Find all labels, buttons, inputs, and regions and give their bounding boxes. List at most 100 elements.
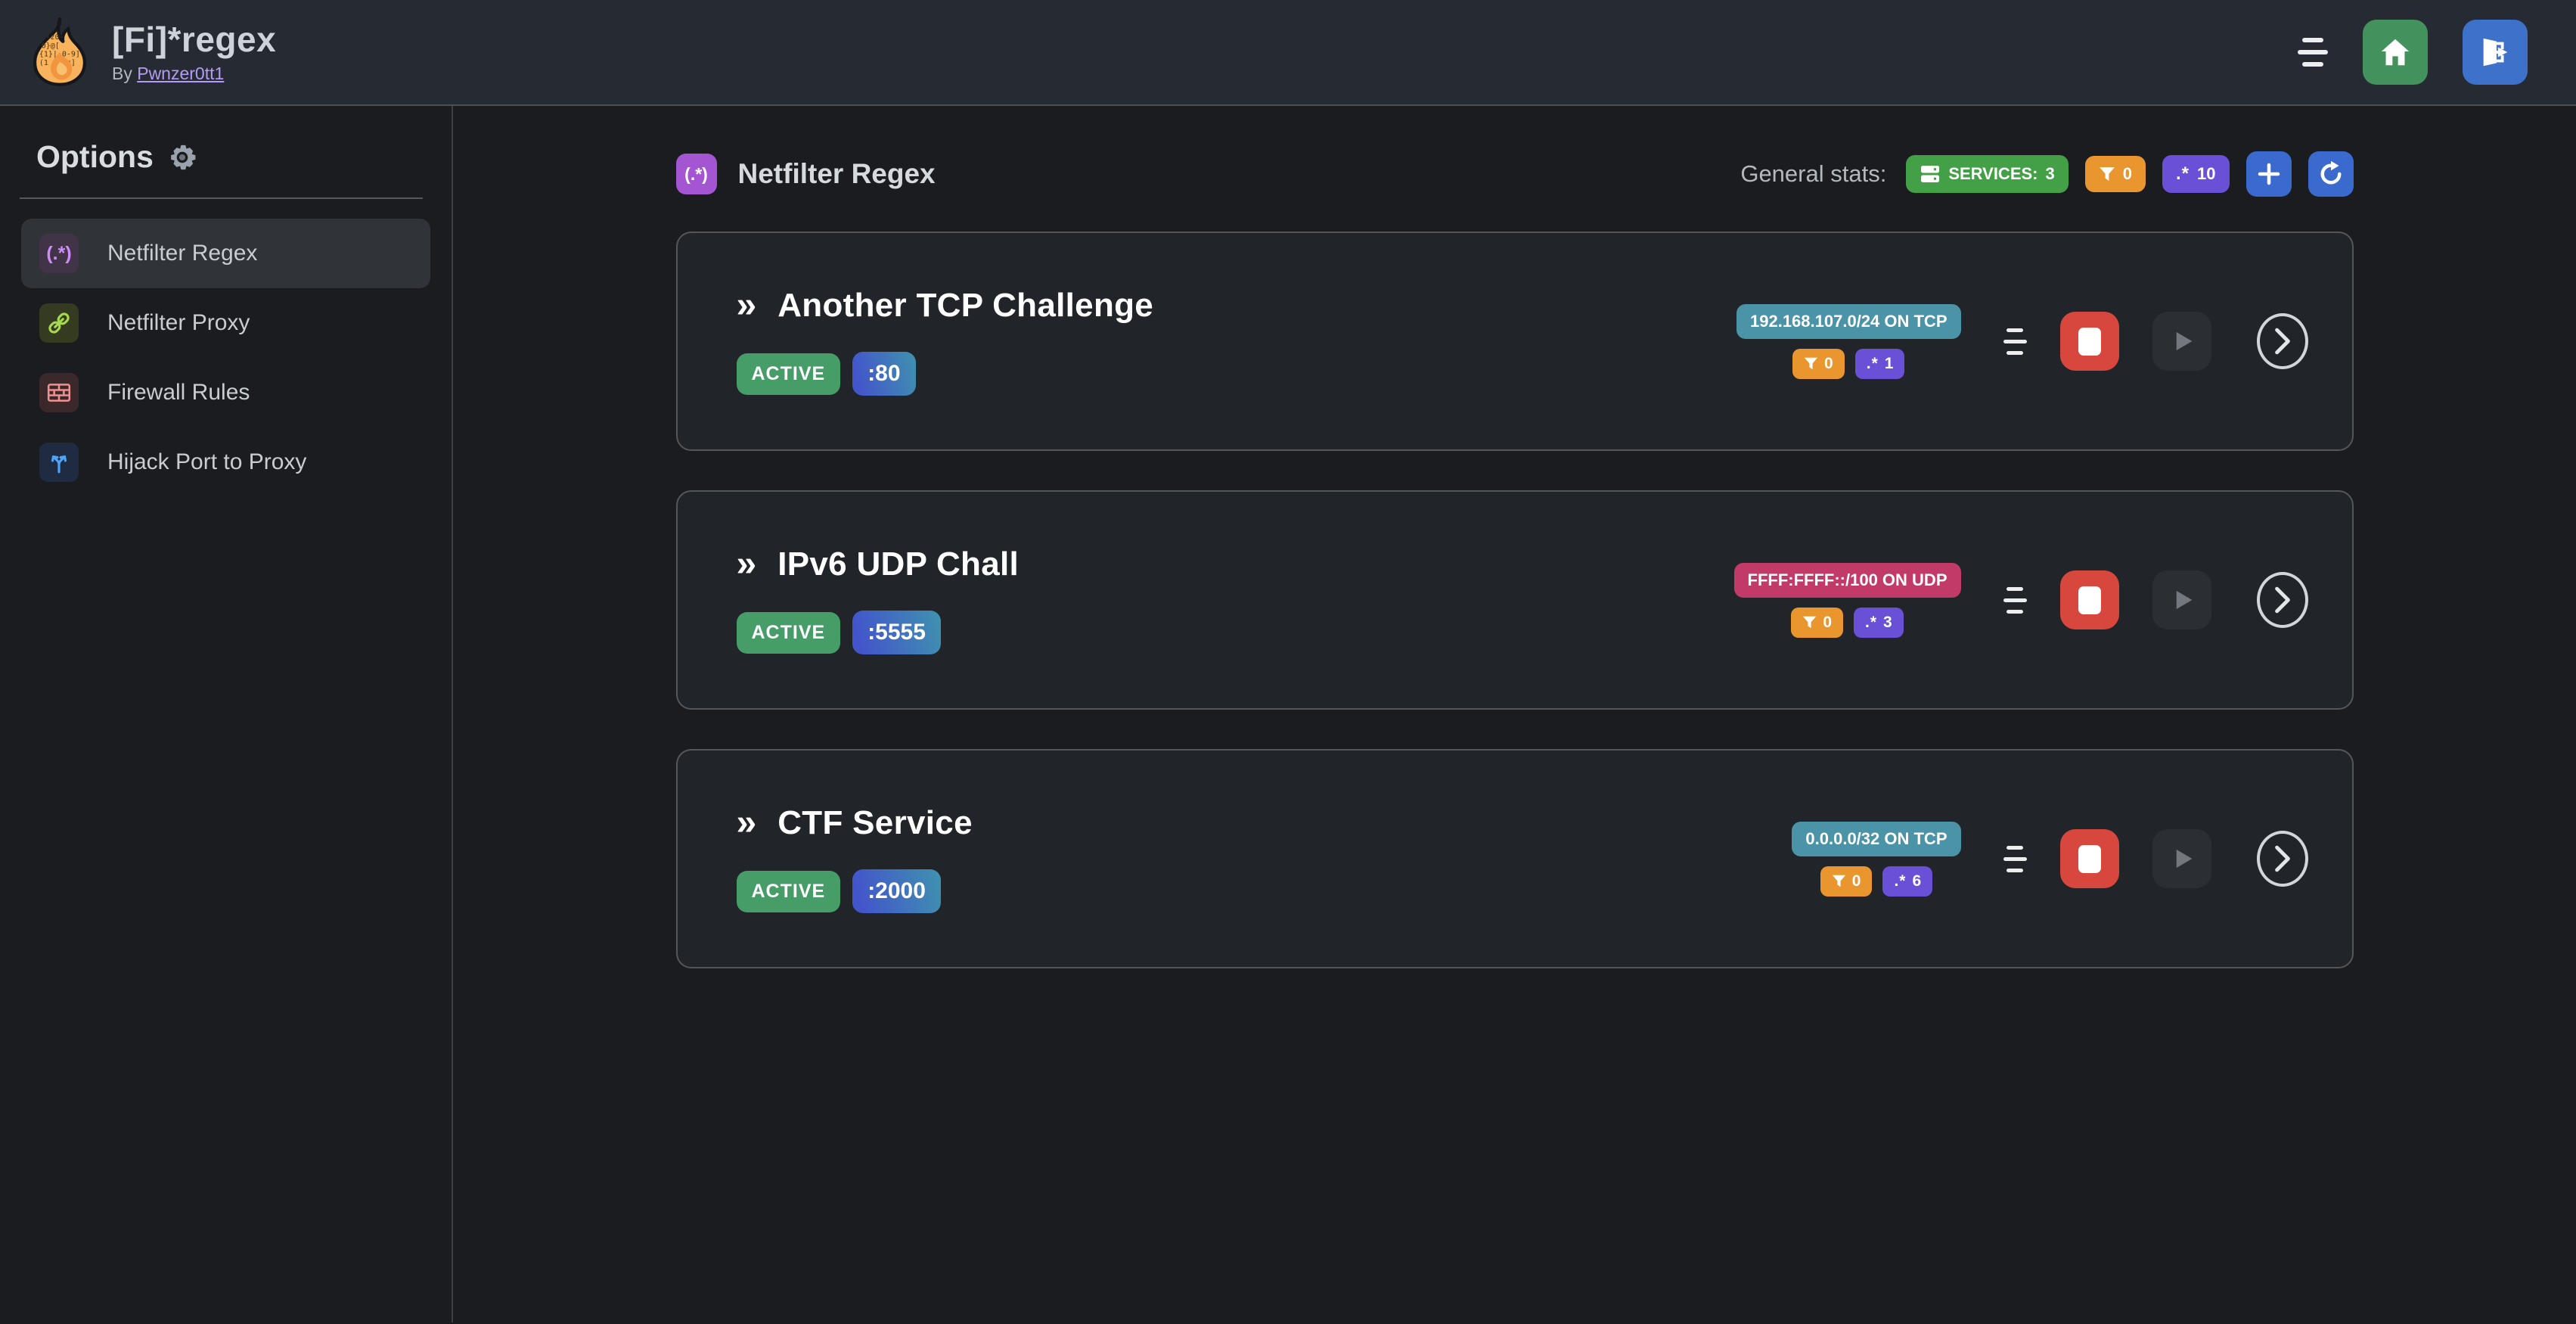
- double-chevron-icon: »: [736, 285, 757, 325]
- main: (.*) Netfilter Regex General stats: SERV: [453, 106, 2576, 1322]
- sidebar-divider: [20, 197, 423, 199]
- filters-mini-badge: 0: [1792, 348, 1845, 379]
- menu-icon[interactable]: [2298, 38, 2328, 67]
- double-chevron-icon: »: [736, 803, 757, 843]
- stop-icon: [2078, 844, 2101, 873]
- server-icon: [1921, 166, 1940, 182]
- open-service-button[interactable]: [2256, 572, 2308, 628]
- service-stats: FFFF:FFFF::/100 ON UDP 0 .*: [1733, 562, 1961, 638]
- regex-icon-glyph: (.*): [46, 242, 72, 264]
- sidebar-item-firewall-rules[interactable]: Firewall Rules: [21, 358, 430, 427]
- regex-icon-glyph: (.*): [684, 163, 708, 184]
- service-controls: FFFF:FFFF::/100 ON UDP 0 .*: [1733, 562, 2308, 638]
- service-badges: ACTIVE :80: [736, 352, 1154, 396]
- logout-icon: [2483, 38, 2508, 67]
- filters-count: 0: [2122, 164, 2132, 183]
- add-service-button[interactable]: [2245, 151, 2292, 197]
- service-menu-icon[interactable]: [2003, 586, 2027, 614]
- service-badges: ACTIVE :5555: [736, 611, 1020, 654]
- author-link[interactable]: Pwnzer0tt1: [137, 63, 225, 83]
- sidebar-item-netfilter-proxy[interactable]: Netfilter Proxy: [21, 288, 430, 358]
- regex-dot-star-icon: .*: [2176, 163, 2190, 184]
- status-badge: ACTIVE: [736, 870, 841, 912]
- open-service-button[interactable]: [2256, 831, 2308, 887]
- status-badge: ACTIVE: [736, 611, 841, 654]
- regex-count-badge: .* 10: [2162, 155, 2230, 193]
- sidebar-item-label: Netfilter Proxy: [107, 310, 250, 335]
- service-badges: ACTIVE :2000: [736, 869, 973, 913]
- services-label: SERVICES:: [1948, 164, 2038, 183]
- regex-mini-badge: .* 6: [1882, 866, 1933, 897]
- options-heading: Options: [0, 139, 452, 175]
- service-info: » CTF Service ACTIVE :2000: [736, 803, 973, 913]
- service-menu-icon[interactable]: [2003, 328, 2027, 355]
- filter-funnel-icon: [1804, 357, 1818, 370]
- sidebar-nav: (.*) Netfilter Regex Netfilter Proxy: [0, 219, 452, 497]
- byline-prefix: By: [112, 63, 132, 83]
- filters-count-badge: 0: [2084, 156, 2146, 192]
- svg-text:0}@[: 0}@[: [42, 42, 60, 50]
- start-service-button[interactable]: [2152, 570, 2211, 629]
- header-actions: [2298, 20, 2528, 85]
- service-card: » IPv6 UDP Chall ACTIVE :5555 FFFF:FFFF:…: [675, 490, 2354, 710]
- flame-regex-logo-icon: -z0- 0}@[ {1}| 0-9] (1 ^- z]: [33, 17, 87, 86]
- regex-dot-star-icon: .*: [1894, 872, 1907, 890]
- gear-icon: [171, 145, 196, 169]
- chevron-right-icon: [2274, 328, 2290, 355]
- filters-count: 0: [1823, 613, 1832, 631]
- mini-stats-row: 0 .* 3: [1791, 607, 1904, 638]
- stop-icon: [2078, 327, 2101, 356]
- stop-service-button[interactable]: [2059, 829, 2119, 888]
- filters-mini-badge: 0: [1791, 607, 1843, 638]
- start-service-button[interactable]: [2152, 829, 2211, 888]
- service-stats: 0.0.0.0/32 ON TCP 0 .*: [1792, 821, 1961, 897]
- split-arrows-icon: [39, 443, 79, 482]
- firewall-brick-icon: [39, 373, 79, 412]
- refresh-button[interactable]: [2308, 151, 2354, 197]
- app-header: -z0- 0}@[ {1}| 0-9] (1 ^- z] [Fi]*regex …: [0, 0, 2576, 106]
- sidebar-item-netfilter-regex[interactable]: (.*) Netfilter Regex: [21, 219, 430, 288]
- service-card: » Another TCP Challenge ACTIVE :80 192.1…: [675, 232, 2354, 451]
- service-menu-icon[interactable]: [2003, 845, 2027, 872]
- regex-mini-badge: .* 1: [1854, 348, 1905, 379]
- layout: Options (.*) Netfilter Regex: [0, 106, 2576, 1322]
- home-icon: [2381, 39, 2410, 66]
- filters-mini-badge: 0: [1820, 866, 1873, 897]
- play-icon: [2176, 849, 2192, 869]
- services-count-badge: SERVICES: 3: [1906, 155, 2069, 193]
- netfilter-regex-icon: (.*): [675, 154, 717, 194]
- app-title: [Fi]*regex: [112, 20, 277, 60]
- plus-icon: [2258, 163, 2280, 185]
- mini-stats-row: 0 .* 1: [1792, 348, 1905, 379]
- regex-count: 10: [2197, 164, 2216, 183]
- cidr-badge: 192.168.107.0/24 ON TCP: [1736, 303, 1961, 339]
- play-icon: [2176, 331, 2192, 351]
- filter-funnel-icon: [1803, 616, 1817, 629]
- filter-funnel-icon: [2099, 167, 2115, 181]
- service-controls: 192.168.107.0/24 ON TCP 0 .*: [1736, 303, 2308, 379]
- chevron-right-icon: [2274, 845, 2290, 872]
- regex-count: 3: [1883, 613, 1892, 631]
- home-button[interactable]: [2363, 20, 2428, 85]
- sidebar: Options (.*) Netfilter Regex: [0, 106, 453, 1322]
- section-header: (.*) Netfilter Regex General stats: SERV: [675, 151, 2354, 197]
- port-badge: :5555: [852, 611, 941, 654]
- stop-service-button[interactable]: [2059, 312, 2119, 371]
- double-chevron-icon: »: [736, 544, 757, 584]
- service-card: » CTF Service ACTIVE :2000 0.0.0.0/32 ON…: [675, 749, 2354, 968]
- page-title: Netfilter Regex: [737, 158, 936, 189]
- regex-dot-star-icon: .*: [1866, 354, 1879, 372]
- sidebar-item-label: Firewall Rules: [107, 380, 250, 405]
- logout-button[interactable]: [2463, 20, 2528, 85]
- brand: -z0- 0}@[ {1}| 0-9] (1 ^- z] [Fi]*regex …: [27, 17, 276, 88]
- sidebar-item-hijack-port-to-proxy[interactable]: Hijack Port to Proxy: [21, 427, 430, 497]
- start-service-button[interactable]: [2152, 312, 2211, 371]
- service-info: » Another TCP Challenge ACTIVE :80: [736, 285, 1154, 396]
- content: (.*) Netfilter Regex General stats: SERV: [675, 106, 2354, 968]
- port-badge: :80: [852, 352, 916, 396]
- stop-service-button[interactable]: [2059, 570, 2119, 629]
- service-list: » Another TCP Challenge ACTIVE :80 192.1…: [675, 232, 2354, 968]
- open-service-button[interactable]: [2256, 313, 2308, 369]
- sidebar-item-label: Netfilter Regex: [107, 241, 258, 266]
- section-title-group: (.*) Netfilter Regex: [675, 154, 936, 194]
